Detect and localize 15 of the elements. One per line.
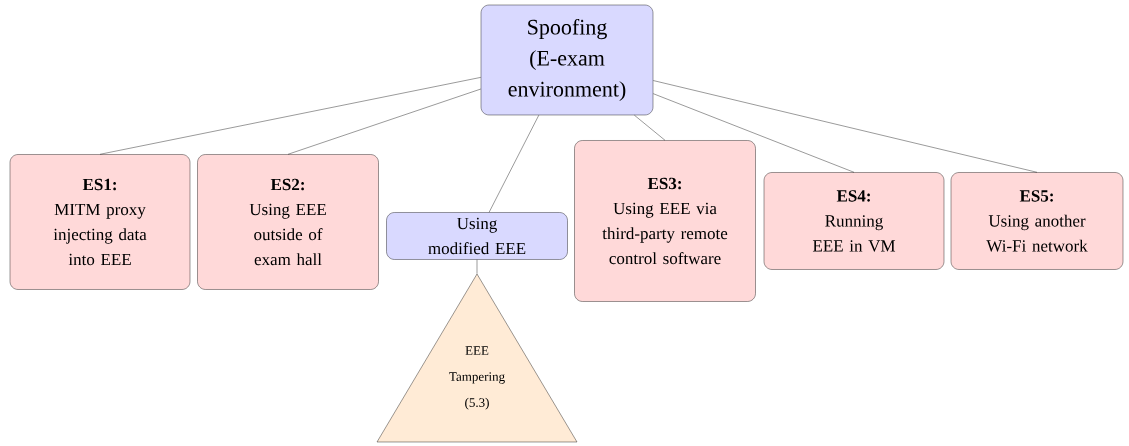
connector-line <box>653 93 855 173</box>
connector-line <box>653 80 1038 173</box>
scenario-box: ES1: MITM proxy injecting data into EEE <box>9 154 191 290</box>
connector-line <box>287 88 481 155</box>
connector-line <box>476 259 478 274</box>
scenario-box: ES4: Running EEE in VM <box>763 172 945 270</box>
subtree-triangle: EEE Tampering (5.3) <box>376 273 578 443</box>
subtree-box: Using modified EEE <box>386 212 568 260</box>
root-box: Spoofing (E-exam environment) <box>480 4 654 116</box>
scenario-box: ES5: Using another Wi-Fi network <box>950 172 1124 270</box>
connector-line <box>488 115 539 213</box>
connector-line <box>634 115 666 141</box>
connector-line <box>99 77 481 155</box>
scenario-box: ES3: Using EEE via third-party remote control software <box>574 140 756 302</box>
scenario-box: ES2: Using EEE outside of exam hall <box>197 154 379 290</box>
